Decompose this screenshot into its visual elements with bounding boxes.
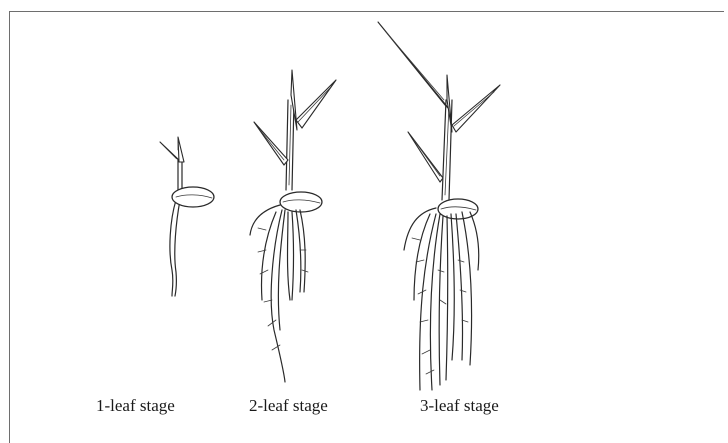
stage-label-2-leaf: 2-leaf stage xyxy=(249,396,328,416)
seedling-3-leaf xyxy=(378,22,500,390)
seedling-3-leaf-right xyxy=(452,85,500,132)
seedling-2-leaf xyxy=(250,70,336,382)
stage-label-3-leaf: 3-leaf stage xyxy=(420,396,499,416)
seedling-1-leaf-blade xyxy=(178,137,184,162)
seedling-1-leaf xyxy=(160,137,214,296)
seedling-2-roots xyxy=(250,205,280,235)
stage-label-1-leaf: 1-leaf stage xyxy=(96,396,175,416)
seedling-3-leaf-lower xyxy=(408,132,443,182)
